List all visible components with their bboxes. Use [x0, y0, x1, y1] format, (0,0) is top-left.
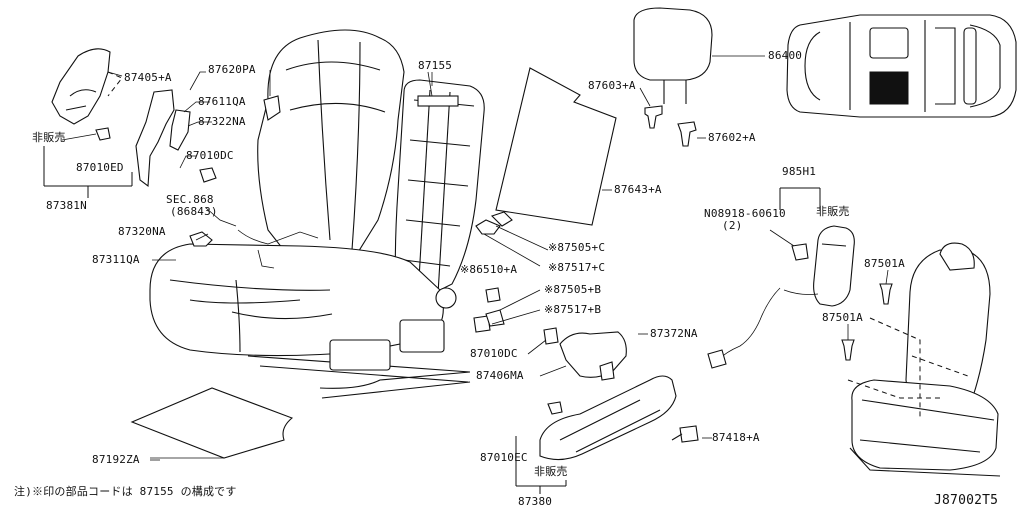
- front-seat-assembly: [149, 29, 485, 399]
- label-hanbai-1: 非販売: [32, 131, 66, 144]
- label-87311QA: 87311QA: [92, 253, 140, 266]
- label-86510A: ※86510+A: [460, 263, 518, 276]
- label-87406MA: 87406MA: [476, 369, 524, 382]
- label-86400: 86400: [768, 49, 803, 62]
- leader-lines: [43, 70, 712, 494]
- label-87010EC: 87010EC: [480, 451, 528, 464]
- label-87405A: 87405+A: [124, 71, 172, 84]
- label-87517B: ※87517+B: [544, 303, 602, 316]
- label-87010DC-lower: 87010DC: [470, 347, 518, 360]
- diagram-code: J87002T5: [934, 493, 999, 508]
- car-locator-icon: [786, 14, 1017, 118]
- label-87517C: ※87517+C: [548, 261, 606, 274]
- seat-back-board-87643A: [495, 67, 617, 226]
- label-87611QA: 87611QA: [198, 95, 246, 108]
- label-87603A: 87603+A: [588, 79, 636, 92]
- label-87010ED: 87010ED: [76, 161, 124, 174]
- label-87620PA: 87620PA: [208, 63, 256, 76]
- bolts-87501A: [841, 269, 893, 361]
- label-hanbai-3: 非販売: [534, 465, 568, 478]
- track-cover-87380: [539, 327, 699, 461]
- label-87155: 87155: [418, 59, 453, 72]
- label-87501A-lower: 87501A: [822, 311, 863, 324]
- label-87643A: 87643+A: [614, 183, 662, 196]
- reference-seat-right: [847, 242, 1001, 477]
- label-87505B: ※87505+B: [544, 283, 602, 296]
- label-n08918-qty: (2): [722, 219, 743, 232]
- guide-clips: [639, 87, 706, 147]
- label-n08918: N08918-60610: [704, 207, 786, 220]
- airbag-module-985H1: [707, 187, 855, 369]
- label-87505C: ※87505+C: [548, 241, 606, 254]
- side-trim-87611QA: [135, 89, 281, 188]
- fasteners-group: [473, 211, 549, 333]
- label-87381N: 87381N: [46, 199, 87, 212]
- label-87380: 87380: [518, 495, 553, 508]
- label-87418A: 87418+A: [712, 431, 760, 444]
- label-87010DC-upper: 87010DC: [186, 149, 234, 162]
- side-cover-87381N: [51, 48, 123, 141]
- label-87602A: 87602+A: [708, 131, 756, 144]
- floor-mat-87192ZA: [130, 387, 294, 459]
- label-87372NA: 87372NA: [650, 327, 698, 340]
- label-985H1: 985H1: [782, 165, 817, 178]
- label-87322NA: 87322NA: [198, 115, 246, 128]
- label-sec868: SEC.868: [166, 193, 214, 206]
- label-87192ZA: 87192ZA: [92, 453, 140, 466]
- label-87501A-upper: 87501A: [864, 257, 905, 270]
- label-sec868-sub: (86843): [170, 205, 218, 218]
- headrest-86400: [633, 7, 765, 104]
- footnote: 注)※印の部品コードは 87155 の構成です: [14, 485, 237, 498]
- label-hanbai-2: 非販売: [816, 205, 850, 218]
- label-87320NA: 87320NA: [118, 225, 166, 238]
